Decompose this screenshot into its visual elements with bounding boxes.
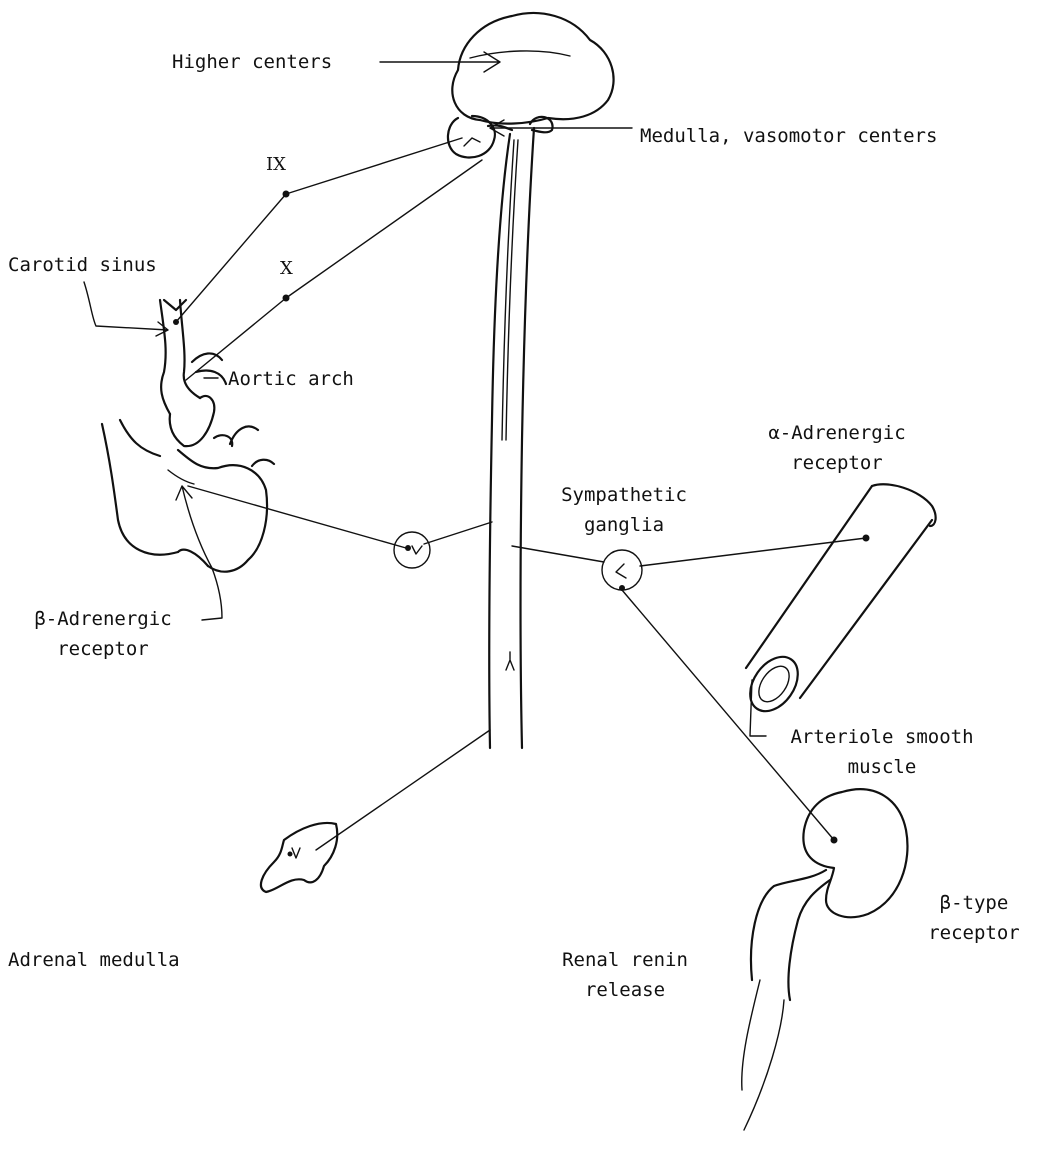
label-medulla: Medulla, vasomotor centers [640, 121, 937, 151]
cardiac-sympathetic-path [188, 486, 492, 568]
heart-drawing [102, 300, 274, 572]
arteriole-drawing [740, 484, 935, 736]
label-carotid-sinus: Carotid sinus [8, 250, 157, 280]
renal-line1: Renal renin [530, 945, 720, 975]
label-alpha-receptor: α-Adrenergic receptor [732, 418, 942, 478]
sympathetic-ganglia-path [512, 535, 870, 844]
afferent-nerves [173, 138, 482, 380]
label-renal: Renal renin release [530, 945, 720, 1005]
label-beta-receptor: β-Adrenergic receptor [8, 604, 198, 664]
medulla-arrow [490, 120, 632, 136]
label-sympathetic-ganglia: Sympathetic ganglia [534, 480, 714, 540]
kidney-drawing [742, 789, 908, 1130]
alpha-receptor-line1: α-Adrenergic [732, 418, 942, 448]
spinal-cord-drawing [489, 128, 534, 748]
label-higher-centers: Higher centers [172, 47, 332, 77]
beta-pointer [176, 486, 222, 620]
brain-drawing [452, 13, 613, 124]
arteriole-line1: Arteriole smooth [762, 722, 1002, 752]
label-aortic-arch: Aortic arch [228, 364, 354, 394]
sympathetic-ganglia-line1: Sympathetic [534, 480, 714, 510]
beta-receptor-line2: receptor [8, 634, 198, 664]
label-nerve-ix: IX [266, 150, 286, 180]
beta-receptor-line1: β-Adrenergic [8, 604, 198, 634]
label-adrenal-medulla: Adrenal medulla [8, 945, 180, 975]
beta-type-line1: β-type [912, 888, 1036, 918]
label-arteriole: Arteriole smooth muscle [762, 722, 1002, 782]
alpha-receptor-line2: receptor [732, 448, 942, 478]
beta-type-line2: receptor [912, 918, 1036, 948]
carotid-pointer [84, 282, 168, 336]
label-nerve-x: X [280, 254, 293, 284]
arteriole-line2: muscle [762, 752, 1002, 782]
sympathetic-ganglia-line2: ganglia [534, 510, 714, 540]
renal-line2: release [530, 975, 720, 1005]
label-beta-type: β-type receptor [912, 888, 1036, 948]
adrenal-path [261, 730, 490, 892]
